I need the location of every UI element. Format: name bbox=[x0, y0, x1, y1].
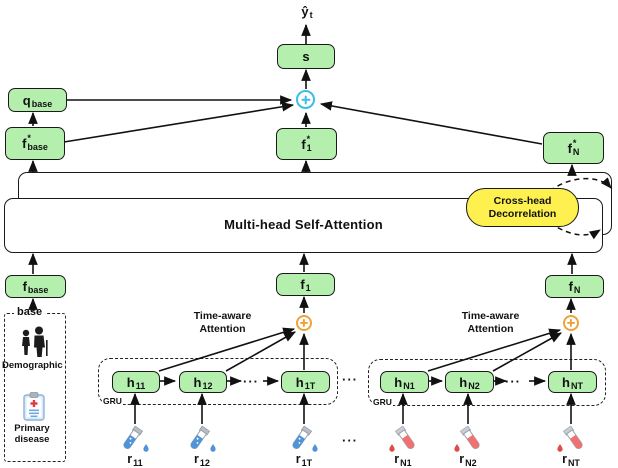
node-h-12: h 12 bbox=[179, 371, 227, 393]
blood-sample-icon-blue-1 bbox=[117, 425, 153, 462]
primary-disease-clipboard-icon bbox=[22, 392, 46, 427]
node-f-1: f 1 bbox=[276, 273, 335, 296]
label-r-N1: r N1 bbox=[394, 451, 412, 468]
sum-plus-icon-top bbox=[296, 90, 315, 109]
time-aware-attention-label-left: Time-aware Attention bbox=[193, 310, 252, 336]
cross-head-decorrelation: Cross-head Decorrelation bbox=[466, 188, 579, 227]
ellipsis-h-right: ··· bbox=[505, 374, 521, 389]
demographic-label: Demographic bbox=[2, 360, 63, 371]
node-s: s bbox=[277, 44, 335, 69]
ellipsis-gru-gap: ··· bbox=[342, 372, 358, 387]
yhat-symbol: ŷ bbox=[301, 3, 309, 19]
demographic-icon bbox=[16, 326, 52, 363]
sum-plus-icon-right bbox=[563, 315, 579, 331]
time-aware-attention-label-right: Time-aware Attention bbox=[461, 310, 520, 336]
label-r-N2: r N2 bbox=[459, 451, 477, 468]
primary-disease-label: Primary disease bbox=[14, 423, 50, 445]
node-f-star-base: f *base bbox=[5, 127, 65, 160]
blood-sample-icon-blue-3 bbox=[286, 425, 322, 462]
node-h-1T: h 1T bbox=[281, 371, 330, 393]
node-f-N: f N bbox=[545, 275, 604, 298]
multi-head-self-attention-label: Multi-head Self-Attention bbox=[224, 217, 383, 232]
blood-sample-icon-red-2 bbox=[450, 425, 486, 462]
node-h-NT: h NT bbox=[548, 371, 597, 393]
gru-label-right: GRU bbox=[372, 397, 393, 407]
node-h-11: h 11 bbox=[112, 371, 160, 393]
ellipsis-input-gap: ··· bbox=[342, 433, 358, 448]
gru-box-left: GRU bbox=[98, 358, 338, 406]
decorrelation-line1: Cross-head bbox=[493, 194, 552, 207]
node-h-N2: h N2 bbox=[445, 371, 494, 393]
predicted-output-label: ŷ t bbox=[292, 2, 322, 20]
label-r-NT: r NT bbox=[562, 451, 580, 468]
sum-plus-icon-left bbox=[296, 315, 312, 331]
node-f-star-1: f *1 bbox=[276, 128, 337, 160]
decorrelation-line2: Decorrelation bbox=[488, 207, 557, 220]
label-r-1T: r 1T bbox=[295, 451, 313, 468]
gru-label-left: GRU bbox=[102, 396, 123, 406]
blood-sample-icon-red-3 bbox=[553, 425, 589, 462]
blood-sample-icon-red-1 bbox=[385, 425, 421, 462]
gru-box-right: GRU bbox=[368, 359, 606, 407]
label-r-11: r 11 bbox=[127, 451, 143, 468]
node-q-base: q base bbox=[8, 88, 67, 112]
blood-sample-icon-blue-2 bbox=[184, 425, 220, 462]
node-h-N1: h N1 bbox=[380, 371, 429, 393]
yhat-subscript: t bbox=[309, 9, 313, 20]
node-f-base: f base bbox=[5, 275, 66, 298]
node-f-star-N: f *N bbox=[543, 132, 604, 164]
label-r-12: r 12 bbox=[194, 451, 210, 468]
ellipsis-h-left: ··· bbox=[243, 374, 259, 389]
